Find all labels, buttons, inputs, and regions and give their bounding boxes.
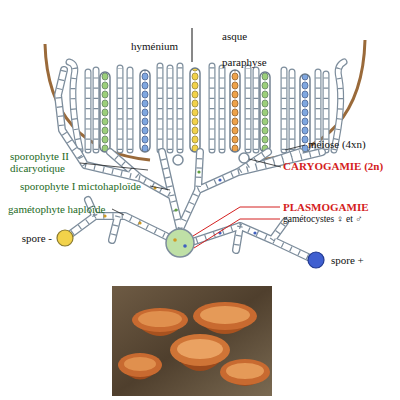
spore-shape bbox=[56, 229, 74, 247]
stage-label: gamétophyte haploïde bbox=[8, 203, 105, 215]
ascus bbox=[140, 70, 150, 152]
crozier bbox=[239, 153, 249, 163]
hymenium-bracket bbox=[192, 28, 193, 62]
spore-label: spore - bbox=[22, 232, 52, 244]
hypha bbox=[58, 70, 322, 257]
hymenium-label: hyménium bbox=[131, 40, 178, 52]
gametocyst bbox=[166, 229, 194, 257]
ascus bbox=[100, 72, 110, 152]
process-label: PLASMOGAMIE bbox=[283, 201, 369, 213]
stage-label: sporophyte I mictohaploïde bbox=[20, 180, 141, 192]
spore-node: spore - bbox=[56, 229, 74, 247]
part-label: asque bbox=[222, 30, 247, 42]
stage-label: sporophyte II dicaryotique bbox=[10, 150, 82, 174]
process-label: méiose (4xn) bbox=[308, 138, 366, 150]
spore-label: spore + bbox=[331, 254, 364, 266]
process-label: CARYOGAMIE (2n) bbox=[283, 160, 383, 172]
ascus bbox=[230, 70, 240, 152]
hypha bbox=[58, 70, 322, 257]
cup-outline bbox=[258, 40, 365, 160]
photo-cup-fungi bbox=[112, 286, 272, 396]
spore-circle bbox=[308, 252, 324, 268]
hypha-septa bbox=[58, 70, 322, 257]
spore-node: spore + bbox=[307, 251, 325, 269]
ascus bbox=[190, 68, 200, 152]
spore-circle bbox=[57, 230, 73, 246]
ascus bbox=[260, 72, 270, 152]
spore-shape bbox=[307, 251, 325, 269]
process-label: gamétocystes ♀ et ♂ bbox=[283, 213, 362, 225]
part-label: paraphyse bbox=[222, 56, 267, 68]
crozier bbox=[173, 155, 183, 165]
plasmogamie-leader bbox=[193, 207, 280, 248]
